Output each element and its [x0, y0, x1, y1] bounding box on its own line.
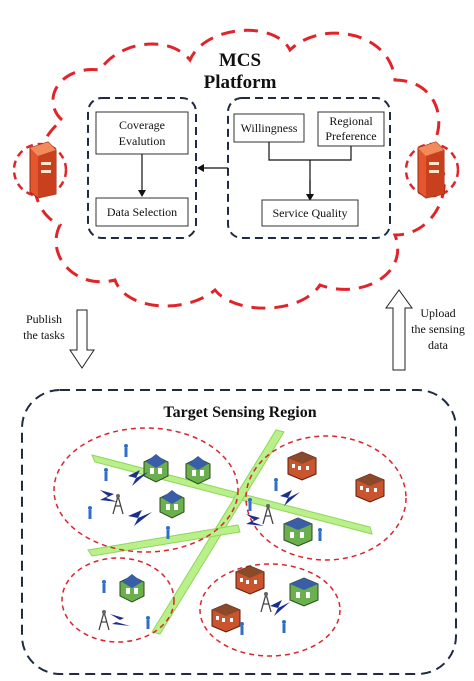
person-icon — [124, 444, 128, 457]
region-title: Target Sensing Region — [163, 404, 316, 421]
data-selection-label: Data Selection — [107, 205, 177, 219]
upload-line3: data — [428, 338, 449, 352]
regional-line2: Preference — [325, 129, 376, 143]
lightning-icon — [128, 470, 148, 486]
person-icon — [102, 580, 106, 593]
building-icon — [185, 456, 211, 485]
building-icon — [355, 473, 385, 503]
mcs-cloud — [32, 28, 446, 310]
service-quality-label: Service Quality — [273, 206, 348, 220]
sensing-cluster — [53, 427, 239, 553]
coverage-line2: Evalution — [119, 134, 166, 148]
person-icon — [318, 528, 322, 541]
lightning-icon — [100, 490, 118, 502]
regional-line1: Regional — [329, 114, 373, 128]
target-region-box — [21, 389, 457, 675]
building-icon — [289, 577, 319, 607]
person-icon — [146, 616, 150, 629]
person-icon — [282, 620, 286, 633]
tower-icon — [260, 592, 272, 613]
person-icon — [88, 506, 92, 519]
lightning-icon — [110, 614, 130, 626]
building-icon — [119, 574, 145, 603]
building-icon — [287, 451, 317, 481]
publish-line1: Publish — [26, 312, 62, 326]
lightning-icon — [128, 510, 152, 526]
coverage-line1: Coverage — [119, 118, 165, 132]
sensing-cluster — [61, 557, 175, 643]
sensing-cluster — [245, 435, 407, 561]
sensing-cluster — [199, 563, 341, 657]
server-icon — [12, 141, 68, 199]
server-icon — [404, 141, 460, 199]
lightning-icon — [246, 514, 264, 526]
platform-title-line2: Platform — [204, 72, 277, 93]
roads — [87, 429, 373, 635]
data-selection-box — [95, 197, 189, 227]
person-icon — [274, 478, 278, 491]
platform-title-line1: MCS — [219, 50, 261, 71]
lightning-icon — [270, 600, 290, 616]
publish-line2: the tasks — [23, 328, 65, 342]
building-icon — [283, 517, 313, 547]
person-icon — [240, 622, 244, 635]
left-module-box — [87, 97, 197, 239]
building-icon — [211, 603, 241, 633]
building-icon — [143, 454, 169, 483]
person-icon — [248, 498, 252, 511]
building-icon — [159, 490, 185, 519]
tower-icon — [112, 494, 124, 515]
building-icon — [235, 565, 265, 595]
service-quality-box — [261, 199, 359, 227]
willingness-label: Willingness — [241, 121, 298, 135]
person-icon — [104, 468, 108, 481]
person-icon — [166, 526, 170, 539]
tower-icon — [98, 610, 110, 631]
lightning-icon — [280, 490, 300, 506]
upload-line2: the sensing — [411, 322, 465, 336]
publish-down-arrow — [69, 309, 95, 369]
upload-up-arrow — [385, 289, 413, 371]
upload-line1: Upload — [420, 306, 455, 320]
willingness-box — [233, 113, 305, 143]
tower-icon — [262, 504, 274, 525]
coverage-evaluation-box — [95, 111, 189, 155]
